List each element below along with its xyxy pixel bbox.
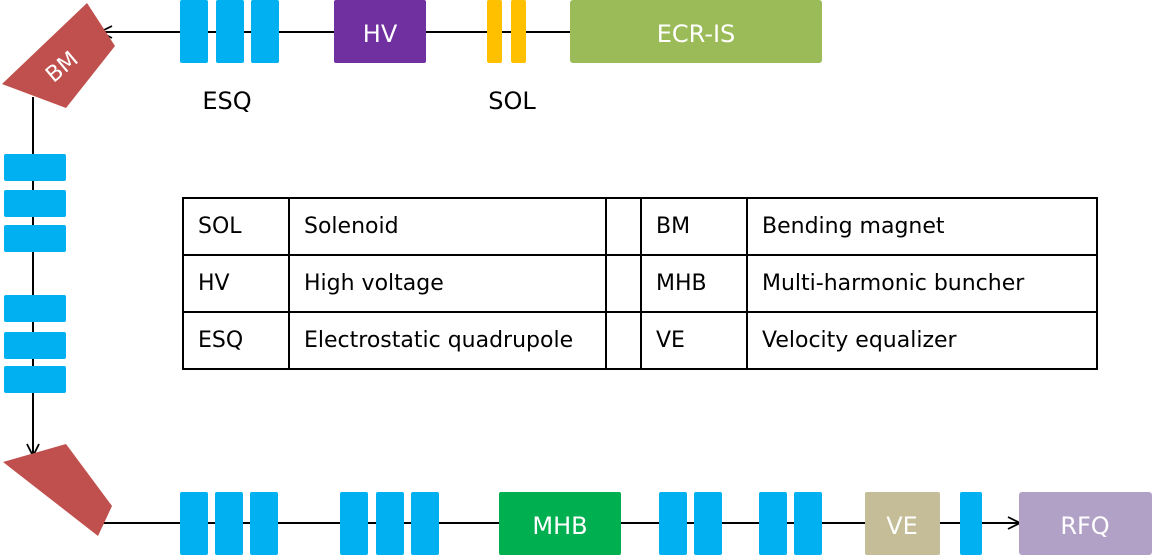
velocity-equalizer <box>865 492 940 555</box>
esq-bottom-1 <box>180 492 208 555</box>
esq-top-3 <box>251 0 279 63</box>
legend-full: Velocity equalizer <box>746 311 1098 370</box>
sol-caption: SOL <box>488 87 536 115</box>
legend-full: Electrostatic quadrupole <box>288 311 607 370</box>
solenoid-1 <box>487 0 502 63</box>
legend-abbr: SOL <box>182 197 290 256</box>
esq-bottom-11 <box>960 492 982 555</box>
legend-abbr: BM <box>640 197 748 256</box>
legend-abbr: MHB <box>640 254 748 313</box>
legend-full: Solenoid <box>288 197 607 256</box>
multi-harmonic-buncher <box>499 492 621 555</box>
ve-label: VE <box>886 512 918 540</box>
solenoid-2 <box>511 0 526 63</box>
esq-bottom-5 <box>376 492 404 555</box>
esq-top-2 <box>216 0 244 63</box>
esq-bottom-4 <box>340 492 368 555</box>
legend-full: Bending magnet <box>746 197 1098 256</box>
legend-row: HV High voltage MHB Multi-harmonic bunch… <box>182 254 1098 313</box>
mhb-label: MHB <box>532 512 587 540</box>
esq-left-6 <box>4 366 66 393</box>
legend-full: High voltage <box>288 254 607 313</box>
esq-left-4 <box>4 295 66 322</box>
esq-bottom-7 <box>659 492 687 555</box>
esq-bottom-10 <box>794 492 822 555</box>
legend-abbr: HV <box>182 254 290 313</box>
esq-caption: ESQ <box>202 87 251 115</box>
esq-bottom-9 <box>759 492 787 555</box>
esq-bottom-6 <box>411 492 439 555</box>
legend-row: SOL Solenoid BM Bending magnet <box>182 197 1098 256</box>
esq-bottom-2 <box>215 492 243 555</box>
legend-gap <box>605 197 642 256</box>
esq-left-3 <box>4 225 66 252</box>
esq-left-5 <box>4 332 66 359</box>
legend-full: Multi-harmonic buncher <box>746 254 1098 313</box>
bending-magnet-top <box>2 3 115 108</box>
ecr-label: ECR-IS <box>657 20 736 48</box>
esq-bottom-3 <box>250 492 278 555</box>
rfq-block <box>1019 492 1152 555</box>
legend-table: SOL Solenoid BM Bending magnet HV High v… <box>182 197 1098 370</box>
legend-gap <box>605 254 642 313</box>
rfq-label: RFQ <box>1060 512 1109 540</box>
high-voltage-block <box>334 0 426 63</box>
ecr-ion-source <box>570 0 822 63</box>
legend-gap <box>605 311 642 370</box>
legend-abbr: VE <box>640 311 748 370</box>
hv-label: HV <box>363 20 398 48</box>
esq-left-1 <box>4 154 66 181</box>
esq-bottom-8 <box>694 492 722 555</box>
esq-top-1 <box>180 0 208 63</box>
legend-abbr: ESQ <box>182 311 290 370</box>
esq-left-2 <box>4 190 66 217</box>
bending-magnet-bottom <box>3 444 112 536</box>
legend-row: ESQ Electrostatic quadrupole VE Velocity… <box>182 311 1098 370</box>
